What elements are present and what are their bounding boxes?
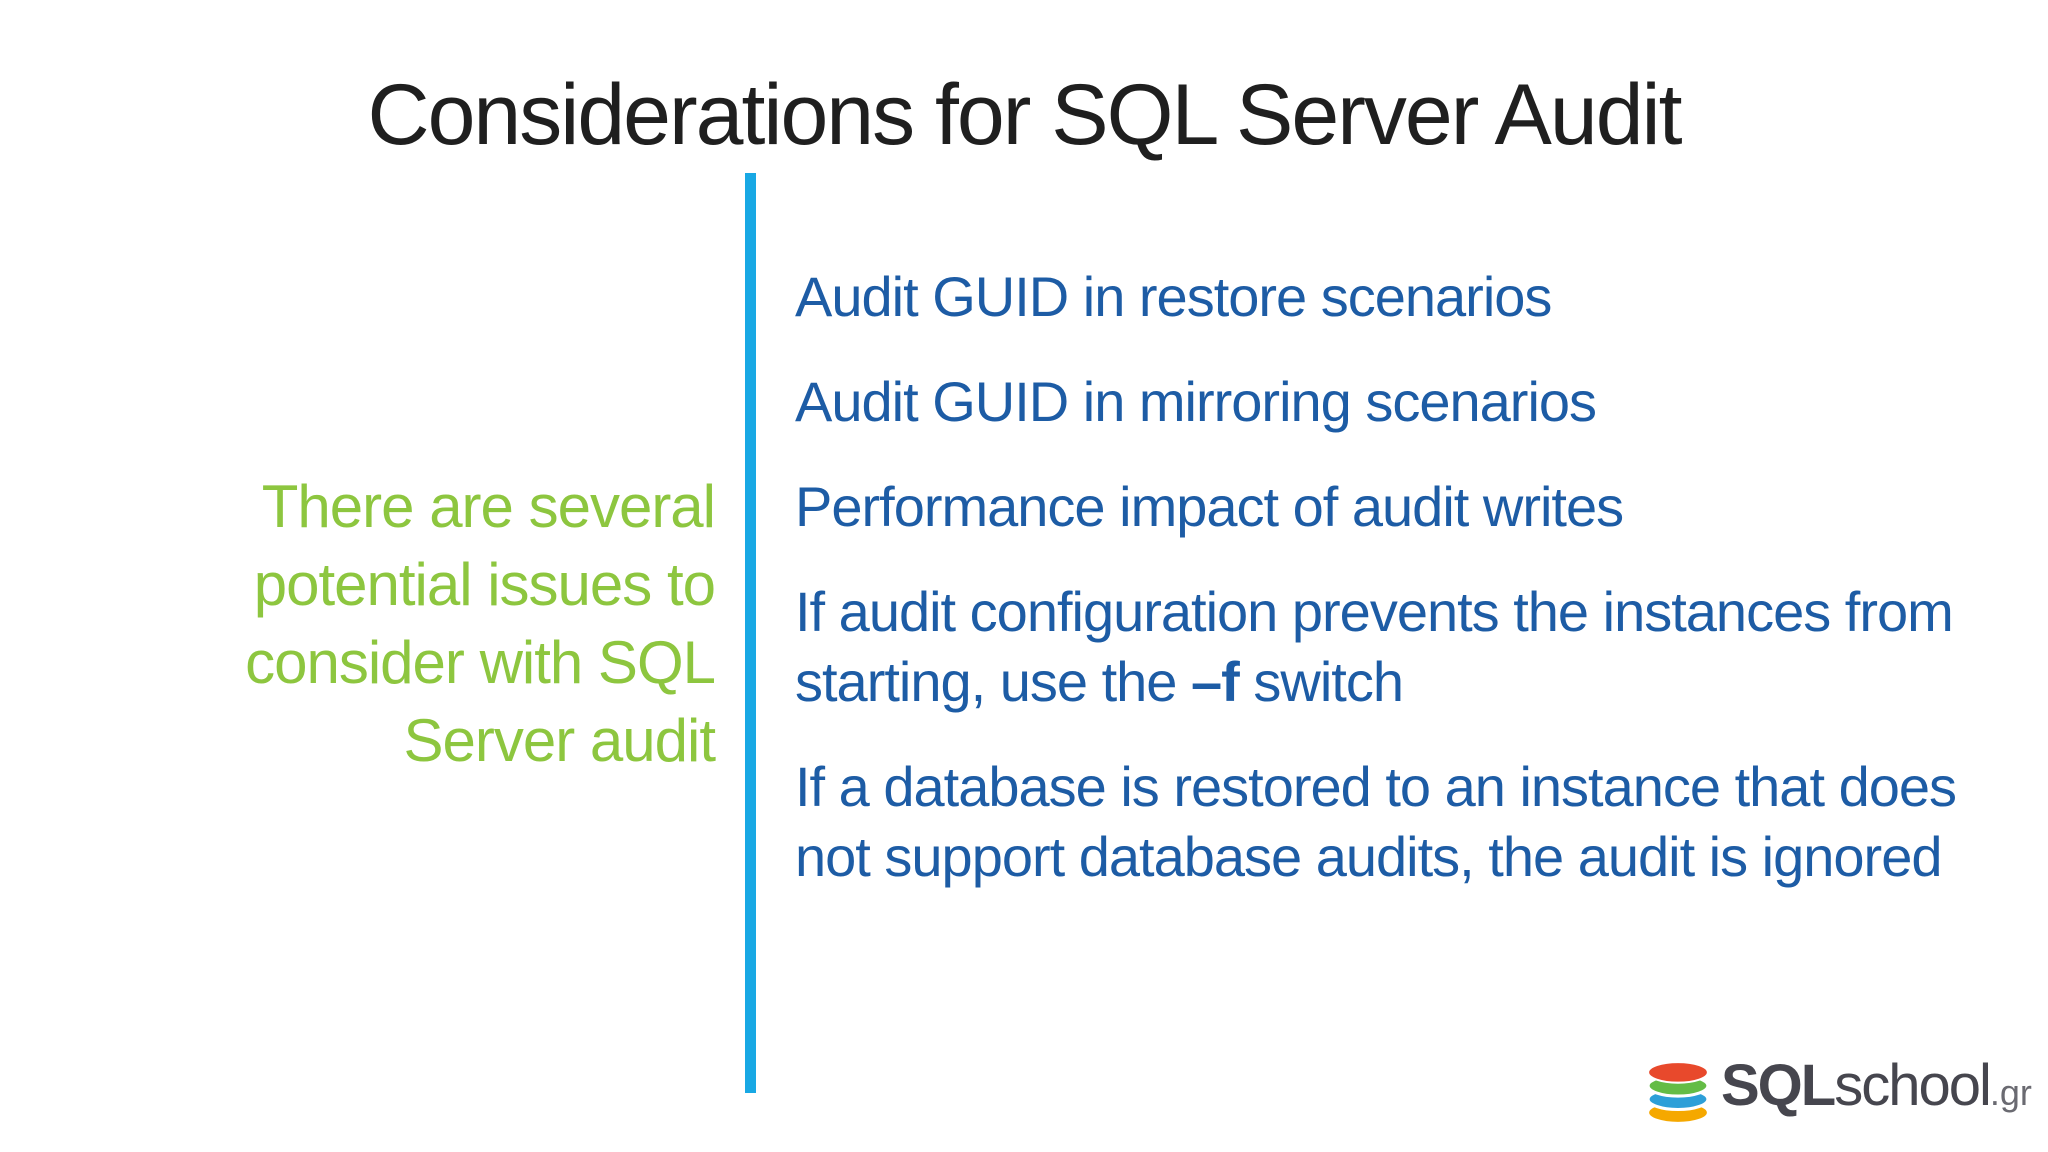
left-note-line: consider with SQL xyxy=(245,629,716,696)
left-note: There are several potential issues to cons… xyxy=(110,468,717,780)
slide-title: Considerations for SQL Server Audit xyxy=(367,66,1682,163)
sqlschool-logo: SQLschool.gr xyxy=(1645,1053,2032,1130)
bullet-text: If audit configuration prevents the inst… xyxy=(795,580,1954,713)
bullet-item: If audit configuration prevents the inst… xyxy=(795,577,2005,717)
logo-text: SQLschool.gr xyxy=(1721,1049,2032,1138)
logo-text-gr: .gr xyxy=(1989,1071,2032,1113)
left-note-line: There are several xyxy=(261,473,716,540)
bullet-text: Audit GUID in mirroring scenarios xyxy=(795,370,1597,433)
bullet-text-bold: –f xyxy=(1191,650,1240,713)
bullet-item: Performance impact of audit writes xyxy=(795,472,2005,542)
bullet-text: Performance impact of audit writes xyxy=(795,475,1624,538)
bullet-item: Audit GUID in restore scenarios xyxy=(795,262,2005,332)
logo-text-sql: SQL xyxy=(1721,1052,1836,1118)
left-note-line: potential issues to xyxy=(253,551,716,618)
bullet-text: switch xyxy=(1238,650,1404,713)
bullet-item: Audit GUID in mirroring scenarios xyxy=(795,367,2005,437)
bullet-text: Audit GUID in restore scenarios xyxy=(795,265,1552,328)
logo-text-school: school xyxy=(1834,1052,1992,1118)
vertical-divider xyxy=(745,173,756,1093)
bullet-item: If a database is restored to an instance… xyxy=(795,752,2005,892)
left-note-line: Server audit xyxy=(403,707,717,774)
database-icon xyxy=(1646,1061,1710,1124)
bullet-text: If a database is restored to an instance… xyxy=(795,755,1957,888)
